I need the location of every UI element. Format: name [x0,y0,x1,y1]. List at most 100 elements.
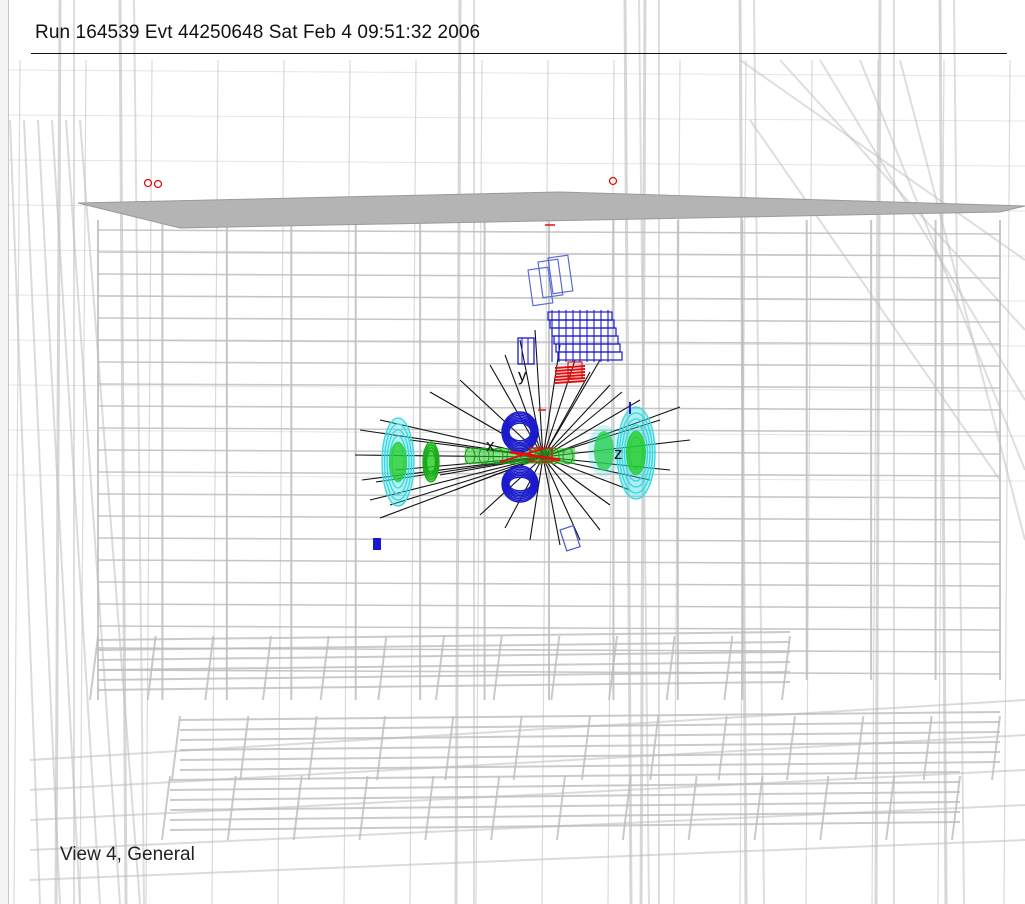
floor-grid-line [376,715,386,781]
background-horizontal-beam [7,384,1025,392]
floor-grid-line [444,715,455,781]
particle-track [542,344,561,458]
detector-box-horizontal [97,625,1001,631]
barrel-green-ring [548,447,560,465]
particle-track [519,339,544,458]
detector-top-plate [77,191,1025,229]
background-vertical-beam [541,59,549,904]
frame-pillar [133,0,145,904]
detector-box-horizontal [97,405,1001,411]
floor-grid-line [97,651,791,661]
frame-pillar [953,0,965,904]
left-structure-beam [79,119,141,904]
floor-grid-line [723,635,734,701]
muon-chamber-hits [373,254,631,552]
floor-grid-line [97,661,791,671]
red-hit-circle [608,176,618,186]
particle-track [542,456,601,531]
background-vertical-beam [13,59,21,904]
detector-box-horizontal [97,669,1001,675]
muon-chamber-tilted-box [527,266,554,307]
muon-barrel-upper-ring [504,416,536,448]
floor-grid-line [169,791,961,801]
muon-barrel-lower-ring [506,473,534,495]
axis-label-y: y [518,366,527,385]
detector-box-horizontal [97,515,1001,521]
header-divider [31,53,1007,54]
muon-barrel-upper-ring [506,419,534,445]
floor-grid-line [717,715,728,781]
floor-grid-line [169,801,961,811]
red-hit-circle [153,179,163,189]
red-vertex-cluster [499,447,546,463]
floor-grid-line [621,775,632,841]
calorimeter-left-inner2-ring [425,449,437,475]
lower-rail [29,734,1025,791]
lower-rail [29,769,1025,821]
background-vertical-beam [211,59,219,904]
particle-track [542,399,641,458]
barrel-green-ring [492,447,504,465]
muon-barrel-upper-ring [507,420,533,444]
particle-track [542,456,561,546]
axis-label-x: x [486,436,495,455]
floor-grid-line [885,775,896,841]
calorimeter-right-outer-ring [621,418,651,488]
particle-track [542,456,611,506]
floor-grid-line [97,681,791,691]
frame-diagonal-strut [819,59,1025,401]
muon-chamber-tilted-box [547,254,574,295]
detector-frame-wireframe [7,0,1025,904]
muon-barrel-lower-ring [502,466,538,502]
floor-grid-line [161,775,171,841]
floor-grid-line [97,671,791,681]
muon-barrel-lower-ring [505,471,535,497]
detector-box-horizontal [97,295,1001,301]
particle-track [369,456,544,501]
calorimeter-left-inner-fill [389,442,407,482]
floor-grid-line [179,731,1001,741]
floor-grid-line [649,715,660,781]
background-vertical-beam [1003,59,1011,904]
calorimeter-right-inner-fill [626,431,646,475]
particle-track [542,384,611,458]
detector-box-horizontal [97,493,1001,499]
frame-pillar [753,0,765,904]
background-horizontal-beam [7,114,1025,122]
background-vertical-beam [79,59,87,904]
muon-chamber-stack [549,319,615,329]
muon-barrel-upper-ring [501,411,539,453]
detector-box-horizontal [97,361,1001,367]
particle-track [389,456,544,506]
floor-grid-line [991,715,1001,781]
floor-grid-line [226,775,237,841]
background-horizontal-beam [7,69,1025,77]
floor-grid-line [854,715,865,781]
muon-chamber-lower-box [559,524,581,552]
floor-grid-line [358,775,369,841]
muon-barrel-upper-ring [508,422,532,442]
frame-pillar [874,0,882,904]
detector-box-horizontal [97,559,1001,565]
floor-grid-line [204,635,215,701]
particle-track [534,329,544,458]
floor-grid-line [89,635,99,701]
frame-diagonal-strut [739,59,1025,261]
detector-box-horizontal [97,603,1001,609]
particle-track [542,391,623,458]
muon-barrel-lower-ring [503,468,537,500]
floor-grid-line [665,635,676,701]
floor-grid-line [512,715,523,781]
lower-rail [29,699,1025,761]
calorimeter-endcaps [381,406,656,507]
red-hit-circle [143,178,153,188]
floor-grid-line [608,635,618,701]
floor-grid-line [319,635,330,701]
calorimeter-left-inner2-ring [422,441,440,483]
floor-grid-line [819,775,830,841]
muon-chamber-stack [551,327,617,337]
muon-barrel-upper-ring [503,414,537,450]
calorimeter-left-inner2-ring [423,444,439,480]
background-vertical-beam [145,59,153,904]
